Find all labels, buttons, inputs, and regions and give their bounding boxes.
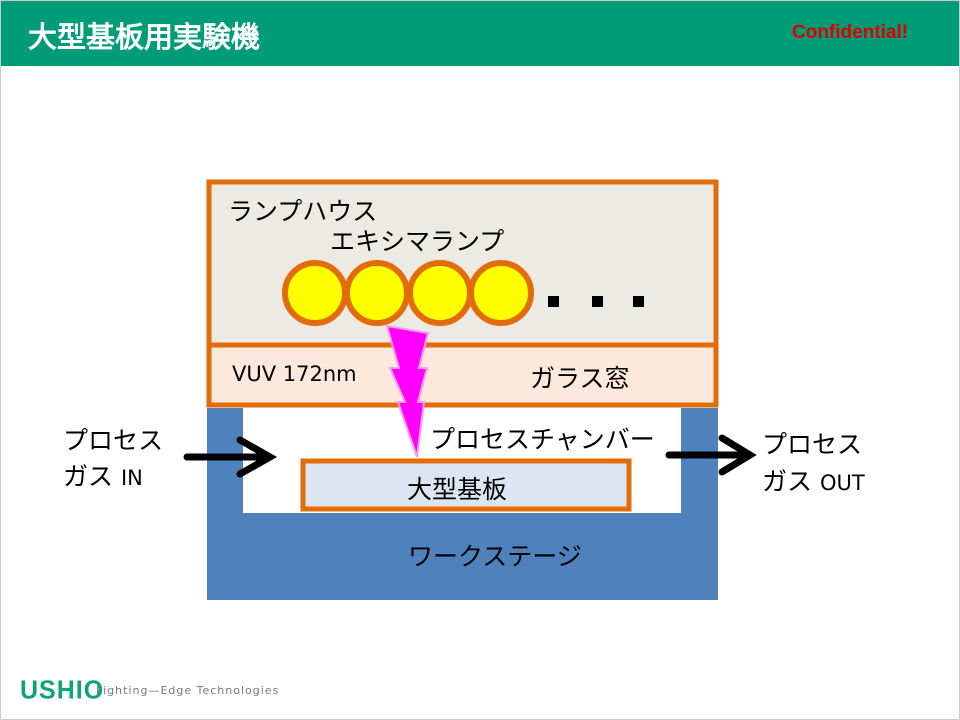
substrate-box (300, 458, 632, 512)
substrate-label: 大型基板 (407, 475, 508, 504)
confidential-label: Confidential! (792, 22, 909, 43)
vuv-lightning-icon (385, 324, 430, 458)
gas-out-label-line2: ガス (762, 467, 813, 496)
tagline: Lighting—Edge Technologies (96, 684, 280, 697)
excimer-lamps (282, 260, 534, 326)
gas-in-suffix: IN (120, 466, 143, 490)
lamp-icon (407, 260, 473, 326)
lamp-house-label: ランプハウス (228, 197, 378, 226)
slide-header (0, 0, 960, 66)
ellipsis-dots (548, 296, 644, 307)
glass-window (206, 342, 719, 408)
lamp-icon (282, 260, 348, 326)
excimer-lamp-label: エキシマランプ (330, 227, 505, 256)
vuv-label: VUV 172nm (232, 362, 357, 386)
lamp-icon (344, 260, 410, 326)
lamp-icon (468, 260, 534, 326)
gas-in-arrow-icon (183, 436, 278, 478)
gas-out-arrow-icon (665, 434, 757, 476)
ushio-logo: USHIO (20, 675, 105, 705)
gas-in-label-line2: ガス (63, 462, 114, 491)
glass-window-label: ガラス窓 (530, 364, 630, 393)
gas-in-label-line1: プロセス (63, 426, 164, 455)
work-stage-label: ワークステージ (408, 542, 582, 571)
slide-title: 大型基板用実験機 (28, 20, 261, 54)
gas-out-label-line1: プロセス (762, 430, 863, 459)
work-stage (207, 408, 718, 600)
process-chamber-label: プロセスチャンバー (430, 425, 655, 454)
gas-out-suffix: OUT (819, 471, 865, 495)
